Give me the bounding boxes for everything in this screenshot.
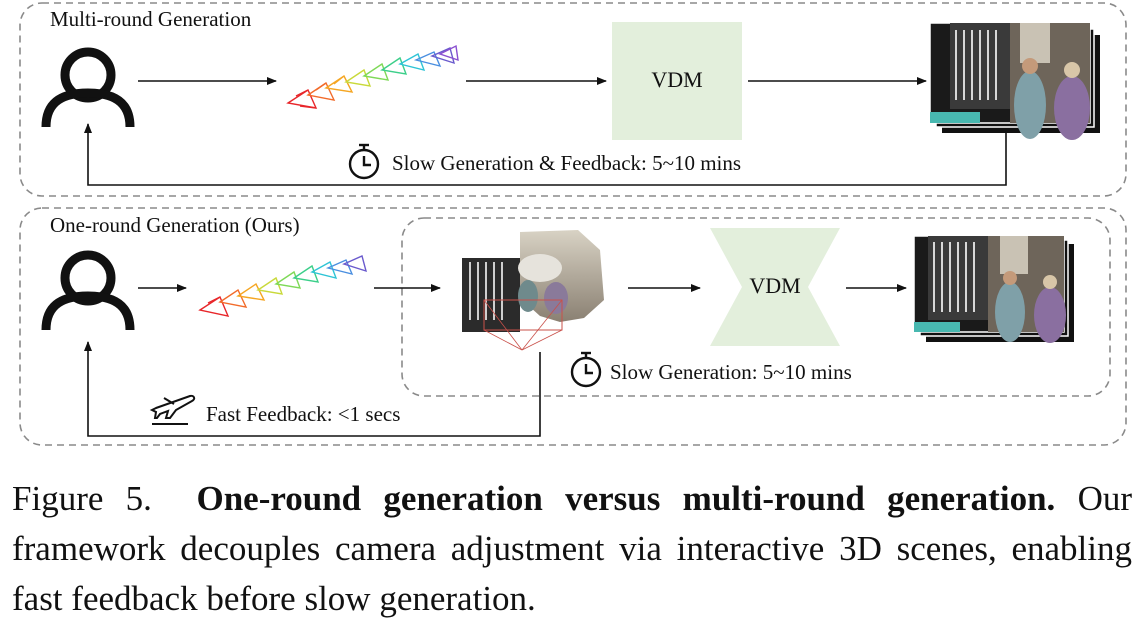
pipeline-diagram xyxy=(19,2,1127,446)
vdm-hourglass-top xyxy=(612,22,742,140)
bottom-panel-border xyxy=(19,207,1127,446)
top-feedback-text: Slow Generation & Feedback: 5~10 mins xyxy=(392,151,742,175)
caption-body: Our framework decouples camera adjustmen… xyxy=(12,479,1132,618)
camera-trajectory-icon xyxy=(286,44,459,109)
output-video-frames-top xyxy=(929,22,1100,140)
bottom-feedback-text: Fast Feedback: <1 secs xyxy=(206,402,401,426)
bottom-generation-text: Slow Generation: 5~10 mins xyxy=(610,360,852,384)
figure-label: Figure 5. xyxy=(12,479,152,518)
top-panel-title: Multi-round Generation xyxy=(50,7,252,31)
bottom-panel-title: One-round Generation (Ours) xyxy=(50,213,300,237)
vdm-label-top: VDM xyxy=(651,67,703,92)
output-video-frames-bottom xyxy=(913,235,1074,343)
feedback-loop-top xyxy=(84,123,1007,186)
vdm-label-bottom: VDM xyxy=(749,273,801,298)
camera-trajectory-icon xyxy=(198,255,368,317)
caption-bold: One-round generation versus multi-round … xyxy=(196,479,1056,518)
vdm-hourglass-bottom xyxy=(710,228,840,346)
stopwatch-icon xyxy=(570,351,602,388)
stopwatch-icon xyxy=(348,143,380,180)
top-panel-border xyxy=(19,2,1127,197)
inner-generation-border xyxy=(401,217,1111,397)
user-icon xyxy=(41,47,135,128)
airplane-icon xyxy=(149,394,196,425)
feedback-loop-bottom xyxy=(84,341,541,437)
figure-caption: Figure 5. One-round generation versus mu… xyxy=(12,474,1132,624)
user-icon xyxy=(41,250,135,331)
interactive-3d-scene xyxy=(462,230,604,351)
